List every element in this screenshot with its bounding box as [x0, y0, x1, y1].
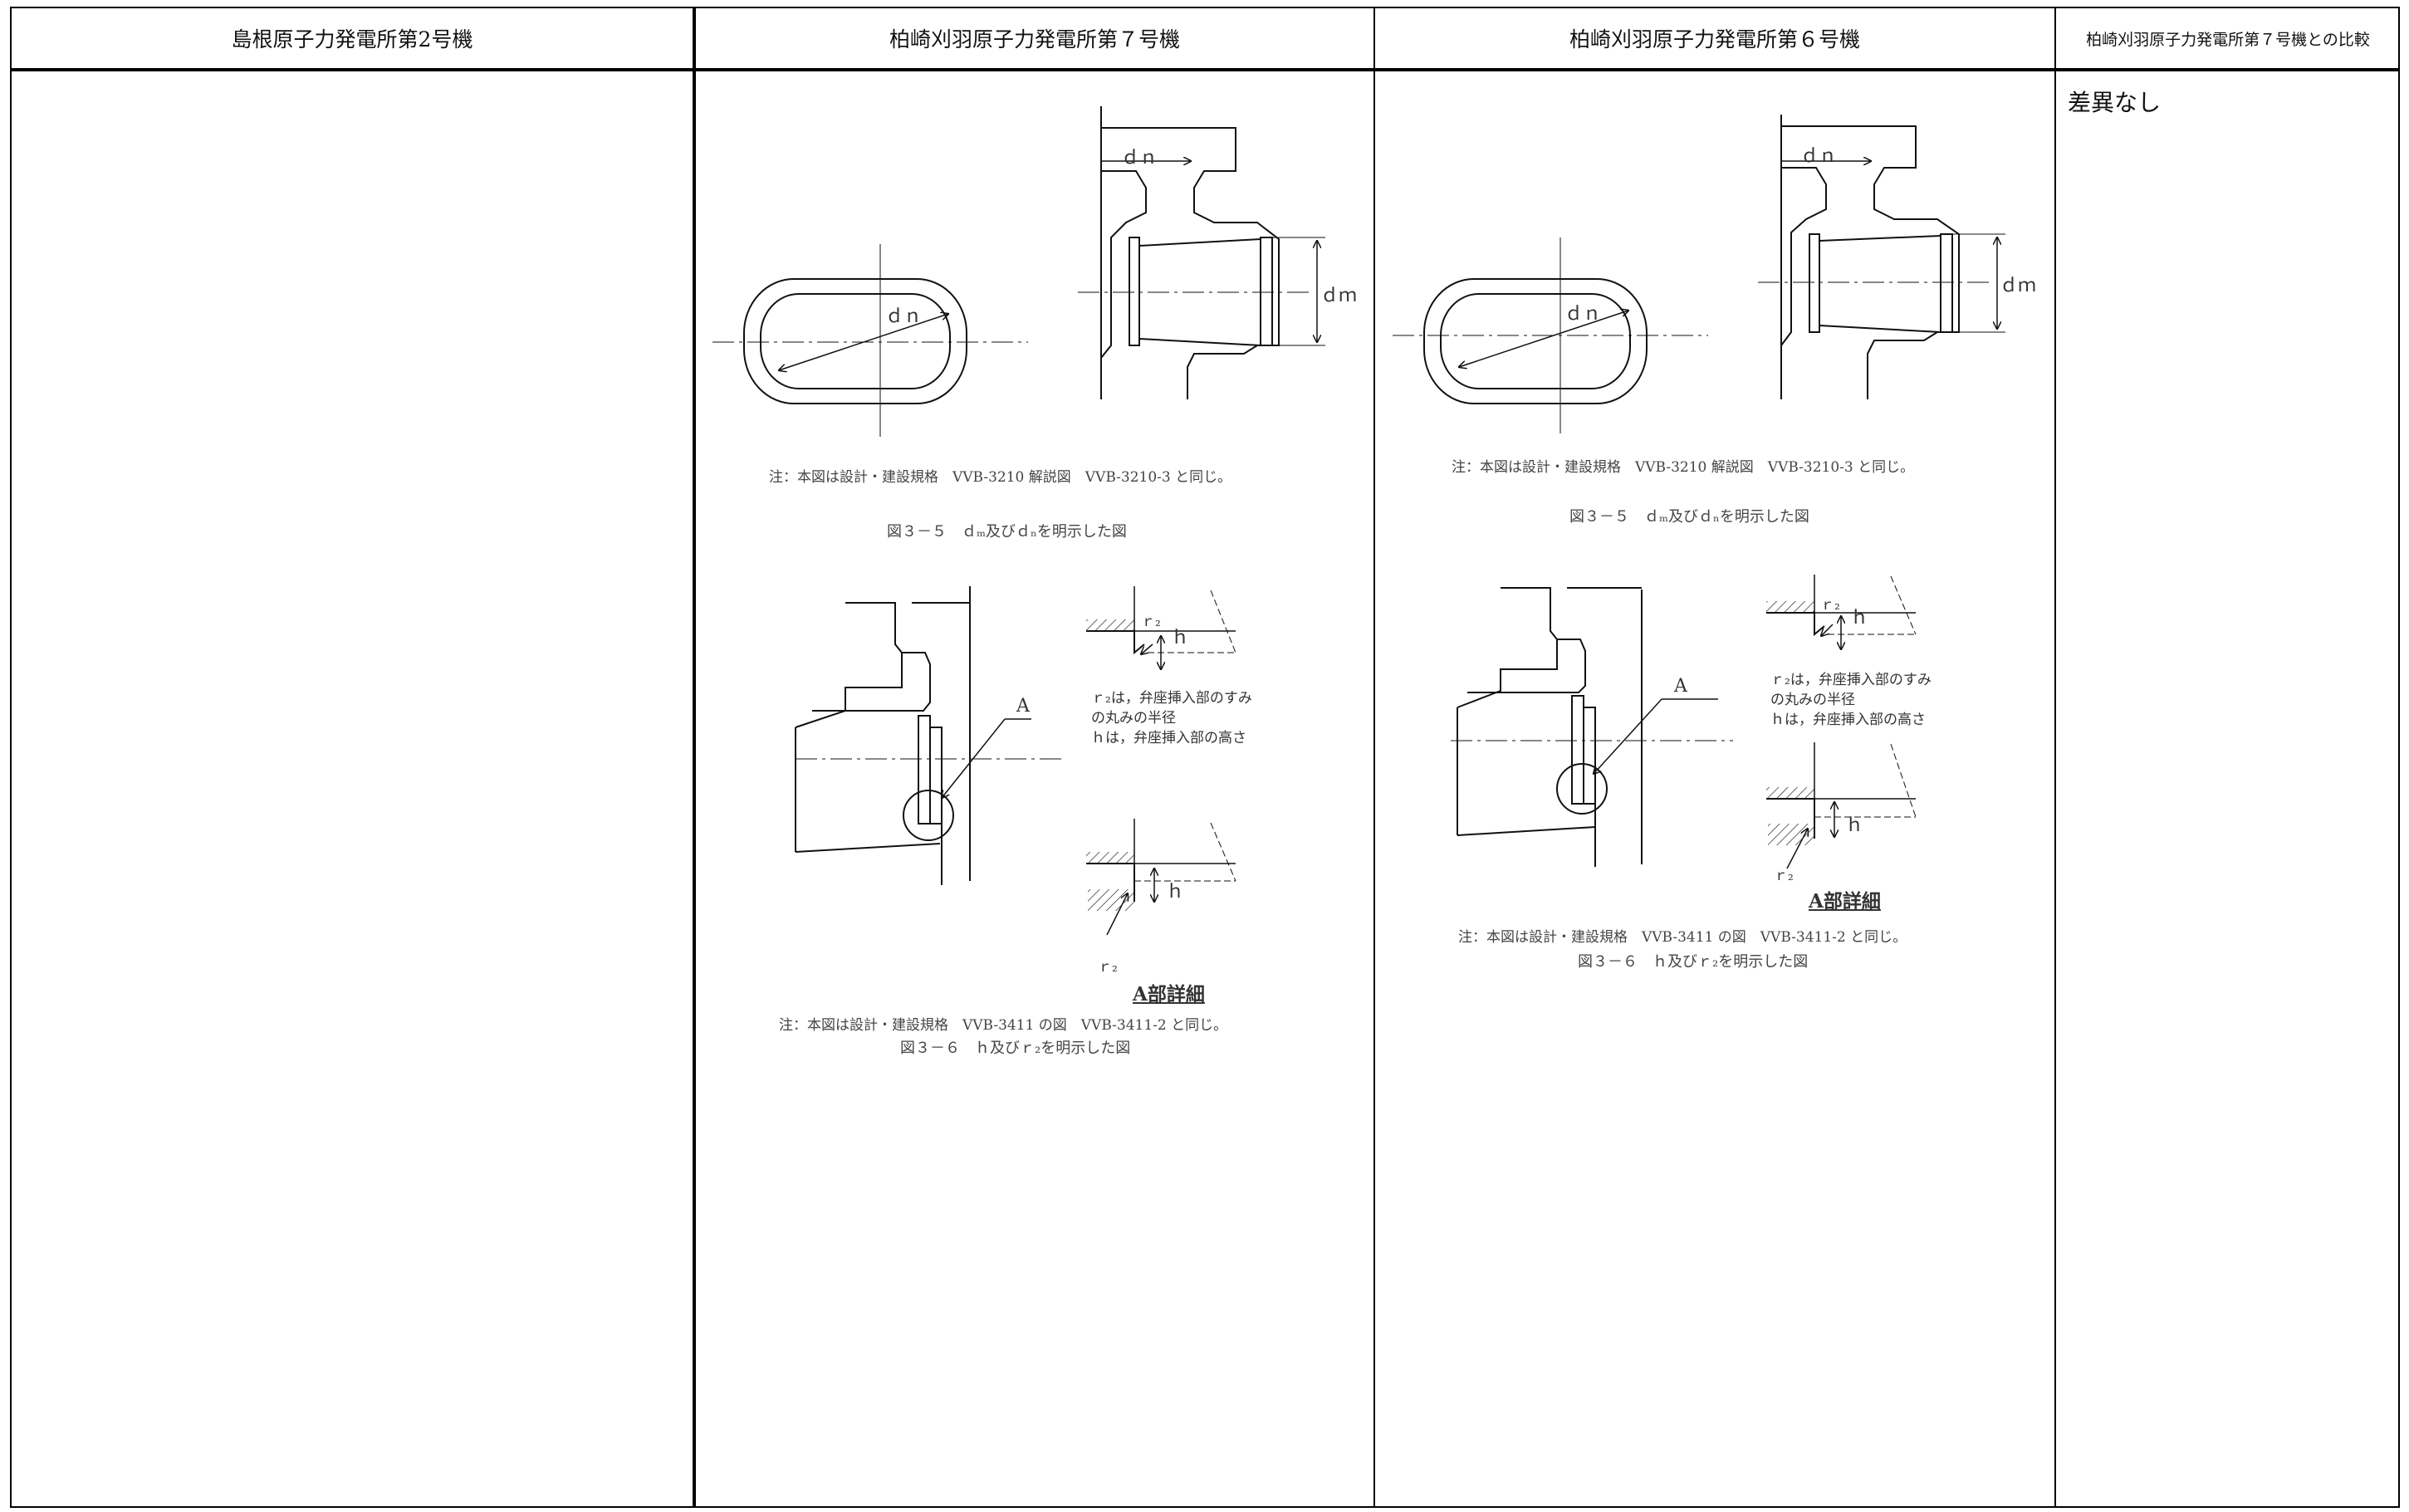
label-desc-1-kk6: ｒ₂は，弁座挿入部のすみ	[1770, 672, 1932, 688]
header-comparison: 柏崎刈羽原子力発電所第７号機との比較	[2086, 30, 2370, 49]
label-r2-bottom-kk6: ｒ₂	[1774, 868, 1794, 884]
label-detail-a: A部詳細	[1133, 983, 1205, 1006]
figure-3-6-caption-kk6: 図３－６ ｈ及びｒ₂を明示した図	[1578, 953, 1809, 971]
figure-3-6-caption: 図３－６ ｈ及びｒ₂を明示した図	[900, 1040, 1131, 1057]
figure-3-6-note-kk6: 注：本図は設計・建設規格 VVB-3411 の図 VVB-3411-2 と同じ。	[1458, 929, 1907, 946]
figure-3-5-diagram-kk6	[1375, 71, 2054, 503]
header-kk-7: 柏崎刈羽原子力発電所第７号機	[889, 27, 1180, 51]
label-r2-top: ｒ₂	[1141, 614, 1161, 630]
column-divider-2	[1373, 8, 1375, 1506]
cell-shimane-2	[12, 71, 693, 1506]
comparison-table: 島根原子力発電所第2号機 柏崎刈羽原子力発電所第７号機 柏崎刈羽原子力発電所第６…	[10, 7, 2400, 1508]
label-h-top: ｈ	[1171, 628, 1190, 648]
figure-3-5-diagram	[696, 71, 1373, 503]
column-divider-3	[2054, 8, 2056, 1506]
label-h-bottom: ｈ	[1166, 882, 1185, 903]
label-dn-ellipse: ｄｎ	[885, 306, 923, 327]
label-dn-top-kk6: ｄｎ	[1800, 146, 1838, 167]
figure-3-5-note-kk6: 注：本図は設計・建設規格 VVB-3210 解説図 VVB-3210-3 と同じ…	[1452, 459, 1915, 476]
figure-3-5-caption-kk6: 図３－５ ｄₘ及びｄₙを明示した図	[1569, 508, 1809, 526]
header-divider	[12, 68, 2398, 71]
label-dn-top: ｄｎ	[1121, 148, 1158, 169]
label-r2-bottom: ｒ₂	[1098, 959, 1118, 976]
figure-3-6-diagram-kk6	[1375, 71, 2054, 985]
figure-3-5-caption: 図３－５ ｄₘ及びｄₙを明示した図	[887, 523, 1127, 541]
label-dm: ｄｍ	[1320, 286, 1358, 306]
label-a-kk6: A	[1674, 676, 1687, 697]
column-divider-1	[693, 8, 696, 1506]
label-h-bottom-kk6: ｈ	[1845, 815, 1864, 836]
label-dn-ellipse-kk6: ｄｎ	[1564, 304, 1602, 325]
label-desc-3-kk6: ｈは，弁座挿入部の高さ	[1770, 712, 1926, 728]
label-detail-a-kk6: A部詳細	[1809, 890, 1881, 913]
header-shimane-2: 島根原子力発電所第2号機	[231, 27, 473, 51]
header-kk-6: 柏崎刈羽原子力発電所第６号機	[1569, 27, 1860, 51]
label-r2-top-kk6: ｒ₂	[1820, 597, 1840, 614]
label-desc-3: ｈは，弁座挿入部の高さ	[1091, 730, 1246, 746]
comparison-comment: 差異なし	[2068, 89, 2162, 116]
label-desc-2: の丸みの半径	[1091, 710, 1176, 727]
label-desc-2-kk6: の丸みの半径	[1770, 692, 1855, 708]
label-h-top-kk6: ｈ	[1850, 608, 1869, 629]
label-a: A	[1016, 696, 1030, 717]
cell-kk-7: ｄｎ ｄｎ ｄｍ 注：本図は設計・建設規格 VVB-3210 解説図 VVB-3…	[696, 71, 1373, 1506]
figure-3-5-note: 注：本図は設計・建設規格 VVB-3210 解説図 VVB-3210-3 と同じ…	[769, 469, 1232, 486]
label-dm-kk6: ｄｍ	[2000, 276, 2037, 296]
cell-comparison: 差異なし	[2056, 71, 2400, 1506]
figure-3-6-note: 注：本図は設計・建設規格 VVB-3411 の図 VVB-3411-2 と同じ。	[779, 1017, 1228, 1034]
cell-kk-6: ｄｎ ｄｎ ｄｍ 注：本図は設計・建設規格 VVB-3210 解説図 VVB-3…	[1375, 71, 2054, 1506]
label-desc-1: ｒ₂は，弁座挿入部のすみ	[1091, 690, 1252, 707]
figure-3-6-diagram	[696, 71, 1373, 1001]
